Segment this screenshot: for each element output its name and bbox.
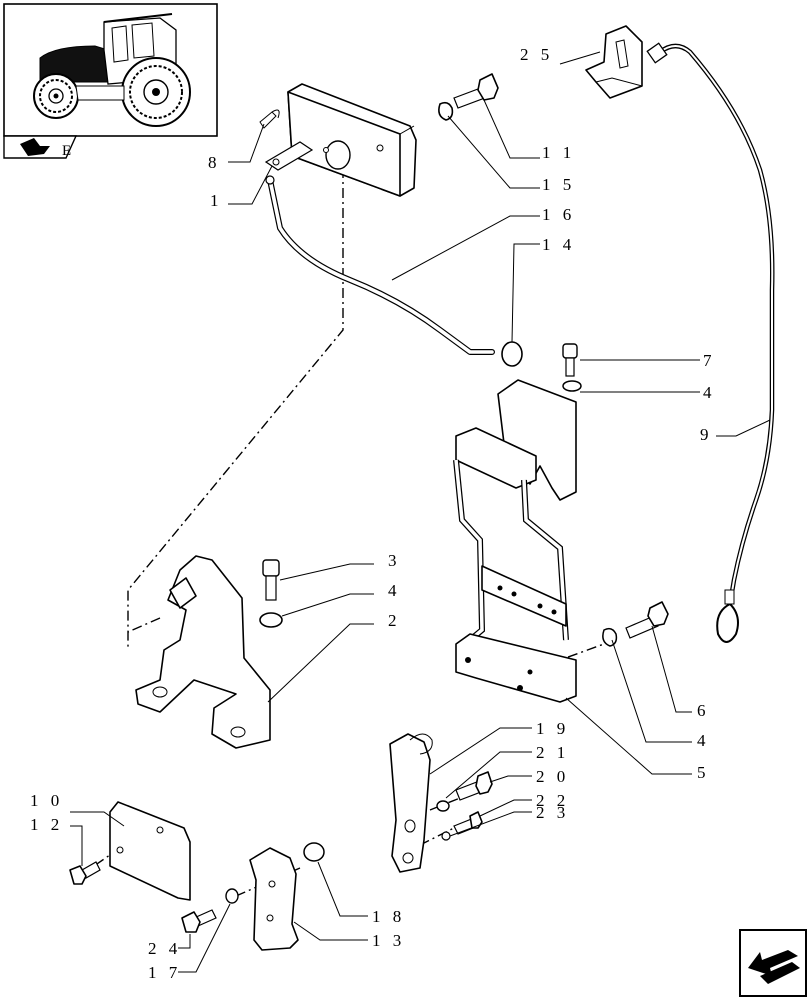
bolt-6 — [625, 601, 669, 639]
label-10: 1 0 — [30, 791, 63, 810]
plate-10 — [109, 801, 191, 901]
label-4-top: 4 — [703, 383, 716, 402]
label-15: 1 5 — [542, 175, 575, 194]
label-5: 5 — [697, 763, 710, 782]
washer-4-top — [562, 380, 582, 392]
label-3: 3 — [388, 551, 401, 570]
label-17: 1 7 — [148, 963, 181, 982]
assembly-line-6 — [419, 824, 461, 846]
assembly-line-2 — [127, 617, 161, 633]
lever-19 — [389, 733, 433, 873]
bolt-24 — [181, 909, 217, 933]
washer-4-right — [602, 627, 618, 647]
bolt-22 — [453, 811, 483, 835]
label-9: 9 — [700, 425, 713, 444]
label-1: 1 — [210, 191, 223, 210]
bracket-2 — [135, 555, 271, 749]
section-tab: E — [3, 135, 78, 159]
bolt-7 — [562, 343, 578, 377]
label-18: 1 8 — [372, 907, 405, 926]
label-19: 1 9 — [536, 719, 569, 738]
label-16: 1 6 — [542, 205, 575, 224]
cable-9 — [646, 42, 775, 643]
label-22: 2 2 — [536, 791, 569, 810]
bolt-11 — [453, 73, 499, 109]
label-8: 8 — [208, 153, 221, 172]
cap-18 — [303, 842, 325, 862]
control-box — [264, 83, 417, 197]
label-7: 7 — [703, 351, 716, 370]
label-11: 1 1 — [542, 143, 575, 162]
tractor-thumbnail — [3, 3, 218, 137]
washer-21 — [436, 800, 450, 812]
pin-8 — [259, 109, 280, 129]
next-page-arrow-icon[interactable] — [739, 929, 807, 997]
label-4-right: 4 — [697, 731, 710, 750]
label-4-left: 4 — [388, 581, 401, 600]
label-21: 2 1 — [536, 743, 569, 762]
bolt-3 — [262, 559, 280, 601]
bracket-13 — [249, 847, 299, 951]
washer-23 — [441, 831, 451, 841]
washer-15 — [438, 101, 454, 121]
frame-5 — [453, 379, 577, 703]
section-letter: E — [62, 143, 71, 159]
washer-17 — [225, 888, 239, 904]
label-6: 6 — [697, 701, 710, 720]
label-13: 1 3 — [372, 931, 405, 950]
callout-labels: 2 5 1 1 1 5 8 1 1 6 1 4 7 4 9 3 4 2 6 4 … — [30, 45, 716, 982]
bolt-12 — [69, 861, 101, 885]
label-12: 1 2 — [30, 815, 63, 834]
label-23: 2 3 — [536, 803, 569, 822]
label-25: 2 5 — [520, 45, 553, 64]
label-20: 2 0 — [536, 767, 569, 786]
grommet-14 — [501, 341, 523, 367]
leader-lines — [70, 51, 771, 973]
assembly-line — [127, 168, 344, 650]
tractor-icon — [33, 13, 191, 127]
washer-4-left — [259, 612, 283, 628]
label-14: 1 4 — [542, 235, 575, 254]
rod-16 — [265, 175, 495, 355]
bolt-20 — [455, 771, 493, 801]
label-2: 2 — [388, 611, 401, 630]
label-24: 2 4 — [148, 939, 181, 958]
bracket-25 — [585, 25, 643, 99]
